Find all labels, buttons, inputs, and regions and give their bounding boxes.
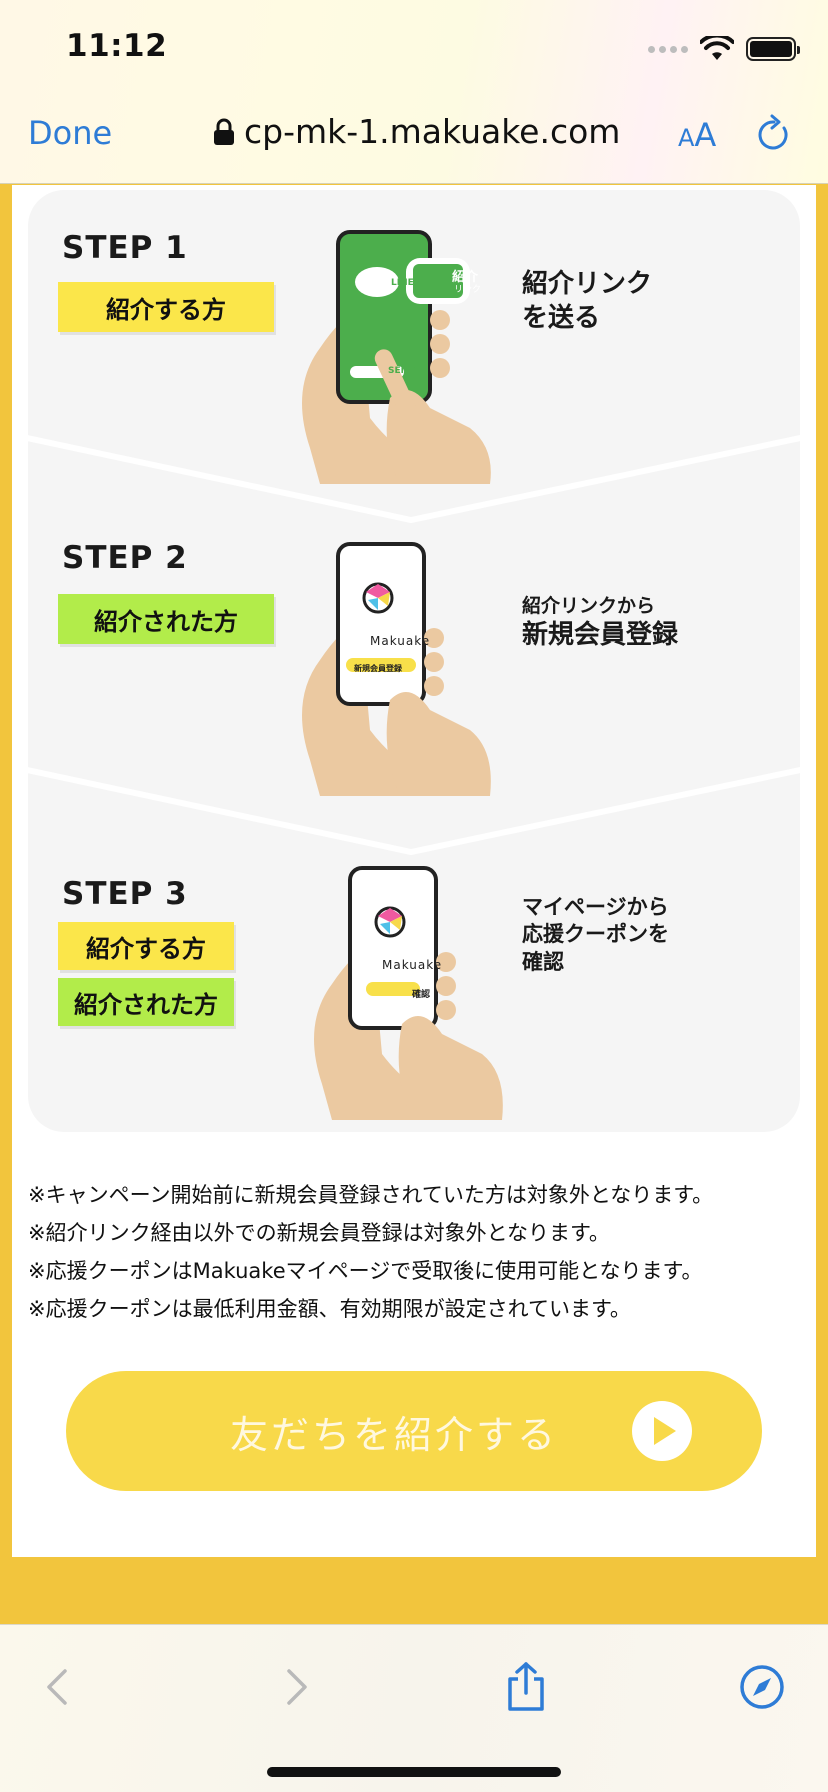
status-time: 11:12 [66,28,168,64]
home-indicator [267,1767,561,1777]
step-3: STEP 3 紹介する方 紹介された方 Makuake 確認 マイページから 応… [28,838,800,1132]
reload-icon[interactable] [756,114,792,154]
tag-referrer: 紹介する方 [58,922,234,970]
lock-icon [214,118,234,145]
step-3-description: マイページから 応援クーポンを 確認 [522,895,669,974]
browser-toolbar [0,1624,828,1792]
step-1-description: 紹介リンク を送る [522,269,653,333]
note-item: ※紹介リンク経由以外での新規会員登録は対象外となります。 [28,1221,610,1245]
refer-friend-button[interactable]: 友だちを紹介する [66,1371,762,1491]
done-button[interactable]: Done [28,114,113,152]
note-item: ※キャンペーン開始前に新規会員登録されていた方は対象外となります。 [28,1183,714,1207]
step-label: STEP 1 [62,230,188,266]
battery-icon [746,37,800,61]
open-in-safari-button[interactable] [730,1655,794,1719]
forward-button[interactable] [264,1655,328,1719]
note-item: ※応援クーポンは最低利用金額、有効期限が設定されています。 [28,1297,631,1321]
send-button-text: SEND [388,366,416,376]
register-button-text: 新規会員登録 [354,664,402,673]
bubble-title: 紹介 [452,270,479,285]
notes-list: ※キャンペーン開始前に新規会員登録されていた方は対象外となります。 ※紹介リンク… [28,1176,808,1328]
line-badge: LINE [391,278,414,288]
back-icon [47,1669,67,1705]
makuake-logo-text: Makuake [382,958,443,972]
forward-icon [287,1669,307,1705]
note-item: ※応援クーポンはMakuakeマイページで受取後に使用可能となります。 [28,1259,703,1283]
share-button[interactable] [494,1655,558,1719]
tag-referred: 紹介された方 [58,594,274,644]
step-dividers [28,435,800,856]
tag-referrer: 紹介する方 [58,282,274,332]
cellular-signal-icon [648,45,688,53]
share-icon [508,1662,544,1711]
refer-friend-label: 友だちを紹介する [229,1412,558,1457]
wifi-icon [700,36,734,60]
steps-card: STEP 1 紹介する方 LINE 紹介 リンク SEND 紹介リンク を送る … [28,190,800,1132]
address-bar[interactable]: cp-mk-1.makuake.com [214,112,620,151]
browser-header: 11:12 Done cp-mk-1.makuake.com AA [0,0,828,184]
phone-makuake-register-illustration [302,542,491,796]
step-1: STEP 1 紹介する方 LINE 紹介 リンク SEND 紹介リンク を送る [28,190,800,484]
phone-line-illustration [302,230,491,484]
back-button[interactable] [26,1655,90,1719]
tag-referred: 紹介された方 [58,978,234,1026]
step-label: STEP 3 [62,876,188,912]
makuake-logo-text: Makuake [370,634,431,648]
url-text: cp-mk-1.makuake.com [244,112,621,151]
step-label: STEP 2 [62,540,188,576]
text-size-button[interactable]: AA [678,116,717,154]
compass-icon [740,1665,784,1709]
step-2: STEP 2 紹介された方 Makuake 新規会員登録 紹介リンクから 新規会… [28,500,800,800]
confirm-button-text: 確認 [412,990,431,1000]
phone-makuake-confirm-illustration [314,866,503,1120]
play-icon [632,1401,692,1461]
status-icons [648,36,800,62]
step-2-description: 紹介リンクから 新規会員登録 [522,595,679,650]
bubble-sub: リンク [454,285,482,295]
